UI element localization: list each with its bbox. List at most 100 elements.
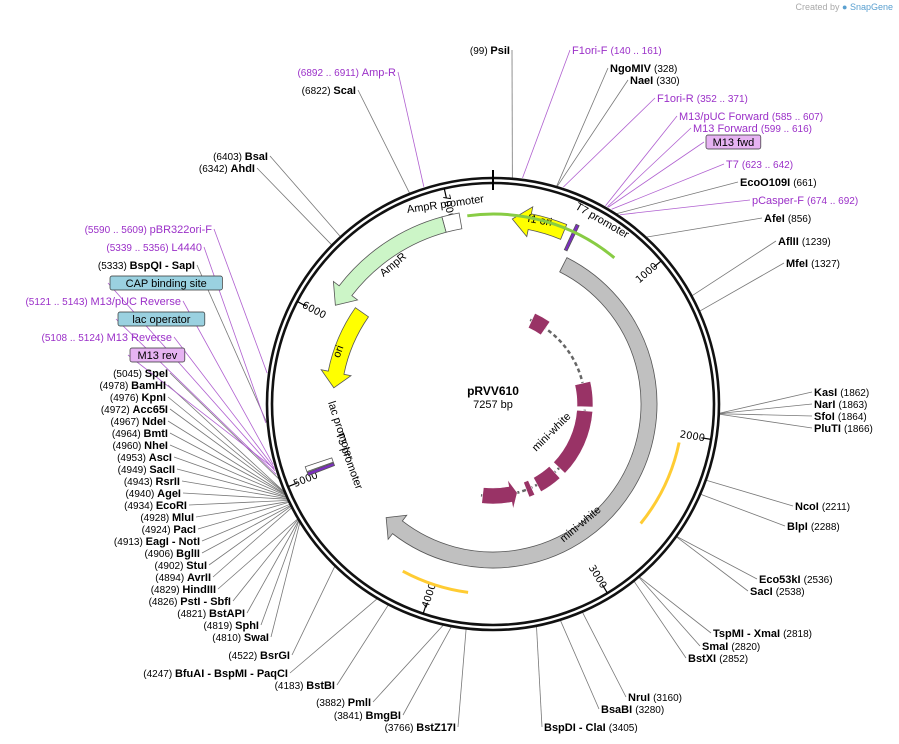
leader-enzymes_left.27: [291, 565, 336, 656]
tick-mark-4000: [422, 603, 427, 614]
enzyme-label-psti-sbfi: (4826) PstI - SbfI: [149, 596, 231, 608]
primer-label-amp-r: (6892 .. 6911) Amp-R: [297, 67, 396, 79]
site-position: (5339 .. 5356): [106, 243, 171, 254]
enzyme-label-ncoi: NcoI (2211): [795, 501, 850, 513]
primer-label-m13-fwd: M13 fwd: [705, 134, 762, 150]
feature-mini-white: [385, 257, 658, 569]
site-position: (4943): [124, 477, 156, 488]
label-text: (4894) AvrII: [155, 572, 211, 584]
enzyme-label-bspqi-sapi: (5333) BspQI - SapI: [98, 260, 195, 272]
label-text: MfeI (1327): [786, 258, 840, 270]
enzyme-label-bstapi: (4821) BstAPI: [177, 608, 245, 620]
site-name: NarI: [814, 399, 838, 411]
enzyme-label-bmgbi: (3841) BmgBI: [334, 710, 401, 722]
plasmid-backbone: [265, 170, 721, 632]
site-position: (4967): [110, 417, 142, 428]
leader-enzymes_left.16: [195, 501, 290, 518]
label-text: F1ori-R (352 .. 371): [657, 93, 748, 105]
label-text: (6403) BsaI: [213, 151, 268, 163]
leader-enzymes_right.17: [633, 580, 687, 659]
enzyme-label-nhei: (4960) NheI: [112, 440, 168, 452]
primer-label-t7: T7 (623 .. 642): [726, 159, 793, 171]
leader-primers_left.5: [115, 318, 277, 475]
leader-enzymes_left.5: [167, 384, 286, 493]
site-position: (4829): [151, 585, 183, 596]
site-name: PsiI: [490, 45, 510, 57]
leader-primers_right.4: [608, 141, 705, 208]
label-text: (4902) StuI: [155, 560, 207, 572]
leader-primers_left.6: [173, 336, 275, 468]
label-text: (4976) KpnI: [110, 392, 166, 404]
site-position: (1239): [802, 237, 831, 248]
site-position: (352 .. 371): [697, 94, 748, 105]
primer-label-f1ori-r: F1ori-R (352 .. 371): [657, 93, 748, 105]
site-position: (4976): [110, 393, 142, 404]
site-position: (5108 .. 5124): [42, 333, 107, 344]
site-position: (623 .. 642): [742, 160, 793, 171]
leader-enzymes_left.23: [232, 518, 299, 602]
leader-enzymes_right.2: [556, 79, 629, 188]
leader-primers_left.2: [203, 246, 267, 424]
plasmid-name: pRVV610: [467, 384, 519, 398]
label-text: (4953) AscI: [117, 452, 172, 464]
label-text: (4943) RsrII: [124, 476, 180, 488]
leader-primers_right.2: [605, 115, 678, 206]
plasmid-size: 7257 bp: [473, 399, 513, 411]
label-text: (3766) BstZ17I: [385, 722, 456, 734]
leader-enzymes_left.29: [336, 604, 389, 686]
label-text: BlpI (2288): [787, 521, 840, 533]
site-name: BstXI: [688, 653, 719, 665]
enzyme-label-spei: (5045) SpeI: [113, 368, 168, 380]
label-text: (5121 .. 5143) M13/pUC Reverse: [25, 296, 181, 308]
tick-mark-3000: [601, 584, 608, 594]
site-position: (5590 .. 5609): [85, 225, 150, 236]
label-text: SmaI (2820): [702, 641, 760, 653]
site-position: (6403): [213, 152, 245, 163]
label-text: NaeI (330): [630, 75, 680, 87]
site-position: (2538): [776, 587, 805, 598]
leader-enzymes_right.6: [698, 262, 785, 312]
site-position: (99): [470, 46, 491, 57]
snapgene-logo-icon: ●: [842, 2, 848, 12]
site-name: BmtI: [144, 428, 168, 440]
site-position: (1864): [838, 412, 867, 423]
label-text: (4924) PacI: [142, 524, 196, 536]
site-name: KpnI: [142, 392, 166, 404]
leader-primers_right.0: [522, 49, 571, 179]
site-name: NaeI: [630, 75, 656, 87]
site-name: EcoRI: [156, 500, 187, 512]
label-text: (4940) AgeI: [125, 488, 181, 500]
label-text: (6892 .. 6911) Amp-R: [297, 67, 396, 79]
snapgene-brand: Created by ● SnapGene: [795, 2, 893, 12]
site-position: (5121 .. 5143): [25, 297, 90, 308]
orf-arc-2: [402, 569, 469, 594]
leader-enzymes_left.15: [188, 499, 289, 506]
enzyme-label-bglii: (4906) BglII: [144, 548, 200, 560]
site-position: (1863): [838, 400, 867, 411]
leader-enzymes_left.14: [182, 492, 289, 500]
tick-label-3000: 3000: [586, 563, 609, 590]
site-name: EcoO109I: [740, 177, 793, 189]
label-text: SfoI (1864): [814, 411, 867, 423]
enzyme-label-kasi: KasI (1862): [814, 387, 869, 399]
primer-label-m13-puc-forward: M13/pUC Forward (585 .. 607): [679, 111, 823, 123]
leader-primers_left.7: [127, 354, 275, 470]
label-text: Eco53kI (2536): [759, 574, 833, 586]
feature-t7-promoter: [563, 223, 580, 252]
leader-enzymes_left.12: [176, 468, 288, 499]
site-position: (3841): [334, 711, 366, 722]
site-name: L4440: [171, 242, 202, 254]
enzyme-label-sphi: (4819) SphI: [203, 620, 259, 632]
site-position: (2820): [731, 642, 760, 653]
label-box: [109, 275, 223, 291]
site-position: (5333): [98, 261, 130, 272]
leader-enzymes_right.10: [718, 413, 813, 429]
site-name: SmaI: [702, 641, 731, 653]
leader-enzymes_left.8: [167, 420, 287, 495]
label-text: BspDI - ClaI (3405): [544, 722, 638, 734]
leader-enzymes_right.7: [718, 391, 813, 414]
leader-enzymes_left.28: [289, 598, 378, 674]
leader-enzymes_left.10: [169, 444, 287, 497]
site-name: BsaBI: [601, 704, 635, 716]
